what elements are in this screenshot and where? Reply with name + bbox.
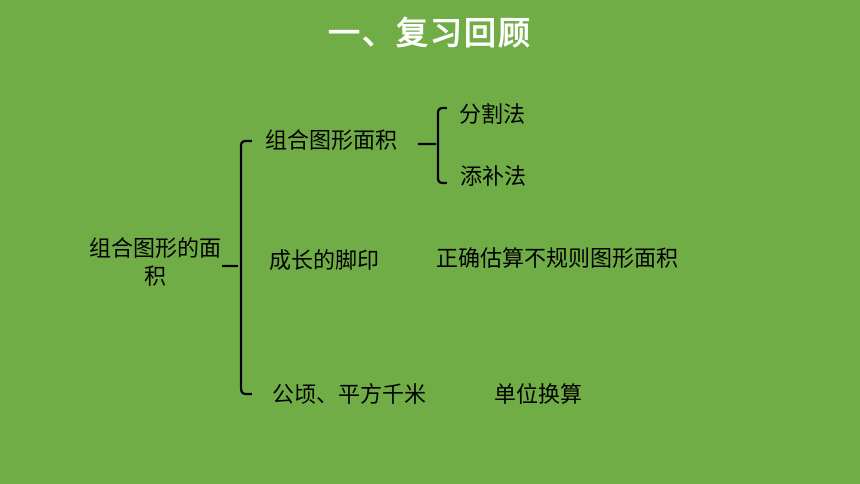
note-unit-conversion: 单位换算 — [494, 383, 583, 408]
branch-area-of-combined-figures: 组合图形面积 — [265, 129, 398, 154]
branch-footprints: 成长的脚印 — [269, 249, 380, 274]
page-title: 一、复习回顾 — [327, 14, 532, 52]
root-node: 组合图形的面积 — [88, 237, 221, 290]
sub-bracket — [436, 106, 447, 185]
method-division: 分割法 — [459, 103, 526, 128]
branch-hectare-sqkm: 公顷、平方千米 — [272, 383, 427, 408]
method-addition: 添补法 — [460, 165, 527, 190]
main-bracket — [239, 139, 252, 396]
note-estimate-irregular-area: 正确估算不规则图形面积 — [436, 247, 679, 272]
